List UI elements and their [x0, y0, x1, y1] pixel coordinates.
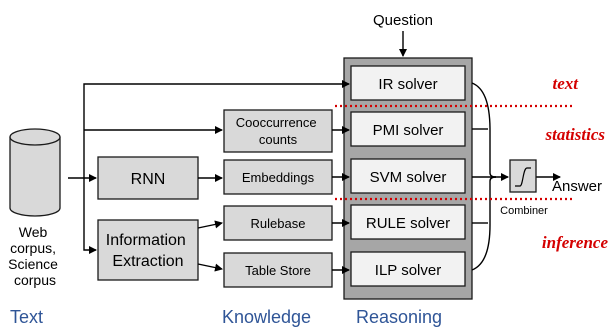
information-extraction-label: Information Extraction: [106, 232, 191, 270]
svm-solver-box: [350, 158, 466, 194]
rulebase-box: [223, 205, 333, 241]
cooccurrence-counts-box: [223, 109, 333, 153]
rnn-label: RNN: [131, 171, 166, 188]
flow-arrows: [68, 80, 561, 274]
pmi-solver-box: [350, 111, 466, 147]
corpus-database-icon: [9, 128, 61, 217]
embeddings-box: [223, 159, 333, 195]
text-annotation: text: [553, 74, 580, 93]
statistics-annotation: statistics: [544, 125, 605, 144]
ir-solver-box: [350, 65, 466, 101]
corpus-label: Web corpus, Science corpus: [8, 224, 62, 288]
text-column-label: Text: [10, 307, 43, 327]
rule-solver-box: [350, 204, 466, 240]
table-store-label: Table Store: [245, 263, 311, 278]
rulebase-label: Rulebase: [251, 216, 306, 231]
inference-annotation: inference: [542, 233, 609, 252]
rnn-box: [97, 156, 199, 200]
answer-label: Answer: [552, 178, 602, 195]
ir-solver-label: IR solver: [378, 76, 437, 93]
combiner-label: Combiner: [500, 205, 548, 217]
information-extraction-box: [97, 219, 199, 281]
embeddings-label: Embeddings: [242, 170, 315, 185]
svm-solver-label: SVM solver: [370, 169, 447, 186]
sigmoid-icon: [515, 167, 531, 187]
table-store-box: [223, 252, 333, 288]
knowledge-column-label: Knowledge: [222, 307, 311, 327]
cooccurrence-counts-label: Cooccurrence counts: [236, 115, 321, 147]
rule-solver-label: RULE solver: [366, 215, 450, 232]
ilp-solver-box: [350, 251, 466, 287]
pmi-solver-label: PMI solver: [373, 122, 444, 139]
ilp-solver-label: ILP solver: [375, 262, 441, 279]
question-label: Question: [373, 12, 433, 29]
reasoning-column-label: Reasoning: [356, 307, 442, 327]
